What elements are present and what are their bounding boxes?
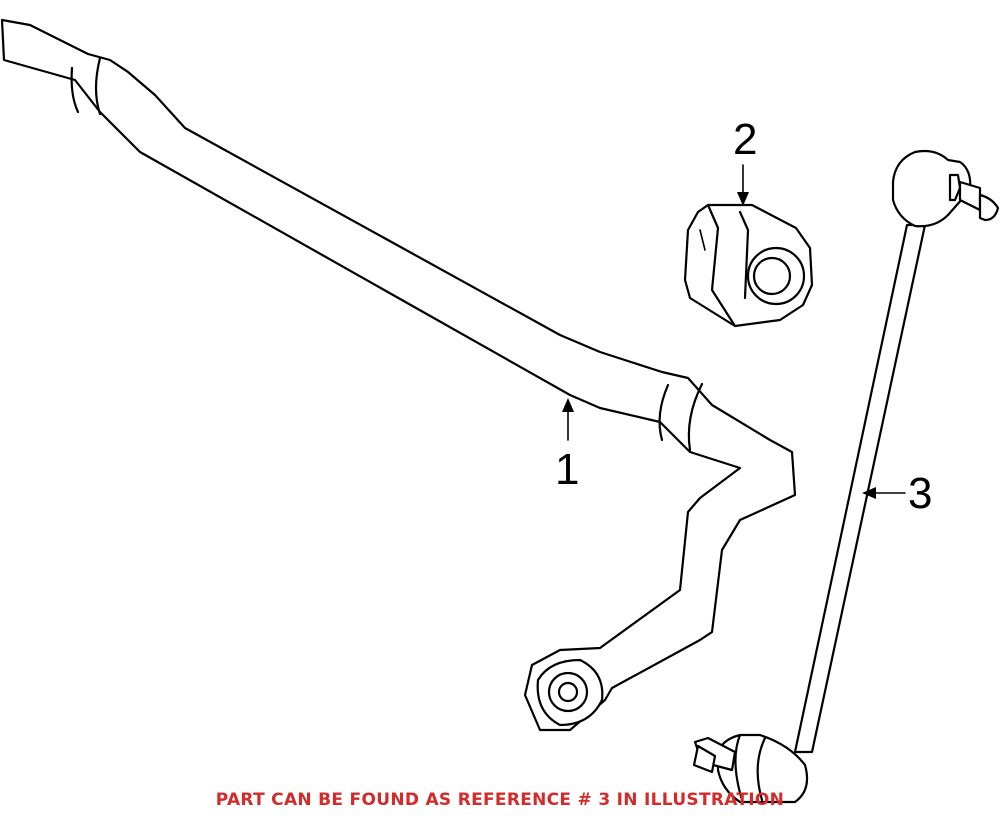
stabilizer-bushing <box>683 203 814 328</box>
leader-arrow-2 <box>737 164 749 206</box>
leader-arrow-1 <box>562 398 574 441</box>
callout-2-label: 2 <box>733 115 758 164</box>
footer-note: PART CAN BE FOUND AS REFERENCE # 3 IN IL… <box>215 790 785 810</box>
stabilizer-link <box>692 149 1000 804</box>
callout-3-label: 3 <box>908 469 933 518</box>
stabilizer-bar <box>0 18 797 732</box>
callout-1-label: 1 <box>555 445 580 494</box>
leader-arrow-3 <box>862 487 906 499</box>
